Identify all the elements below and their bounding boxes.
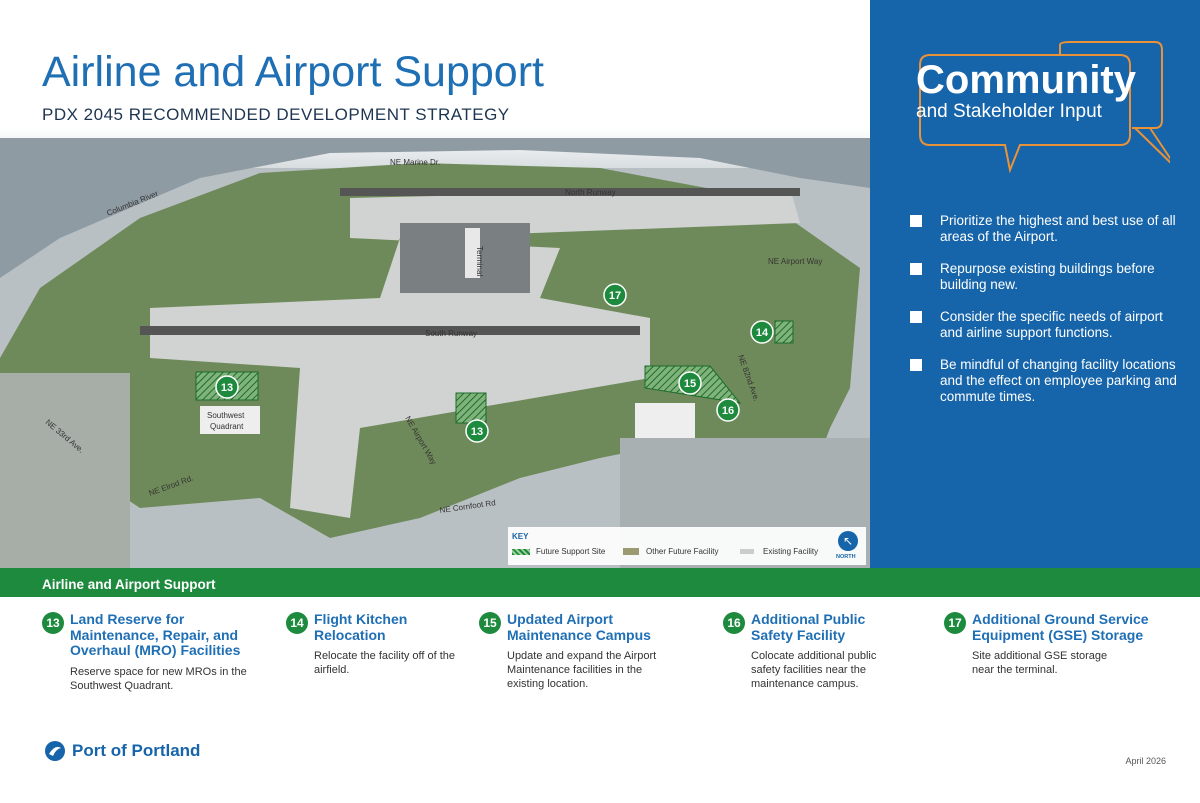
key-other-future: Other Future Facility bbox=[646, 547, 719, 556]
airfield-pavement bbox=[150, 188, 800, 518]
north-arrow-icon: ↖ bbox=[838, 531, 858, 551]
principles-list: Prioritize the highest and best use of a… bbox=[910, 213, 1180, 421]
speech-bubble-icon bbox=[919, 41, 1170, 174]
bullet-square-icon bbox=[910, 359, 922, 371]
label-south-runway: South Runway bbox=[425, 329, 477, 338]
marker-16[interactable]: 16 bbox=[716, 398, 740, 422]
page-title: Airline and Airport Support bbox=[42, 48, 544, 96]
label-quadrant: Quadrant bbox=[210, 422, 244, 431]
label-marine-dr: NE Marine Dr. bbox=[390, 158, 440, 167]
list-item: Repurpose existing buildings before buil… bbox=[910, 261, 1180, 293]
marker-17[interactable]: 17 bbox=[603, 283, 627, 307]
port-logo-icon bbox=[45, 741, 65, 761]
svg-text:13: 13 bbox=[471, 426, 483, 438]
svg-text:15: 15 bbox=[684, 378, 696, 390]
svg-text:16: 16 bbox=[722, 405, 734, 417]
community-panel: Community and Stakeholder Input Prioriti… bbox=[870, 0, 1200, 568]
marker-13[interactable]: 13 bbox=[215, 375, 239, 399]
svg-text:13: 13 bbox=[221, 382, 233, 394]
list-item: Be mindful of changing facility location… bbox=[910, 357, 1180, 405]
date: April 2026 bbox=[1125, 756, 1166, 766]
panel-title: Community bbox=[916, 58, 1136, 102]
north-runway bbox=[340, 188, 800, 196]
bullet-square-icon bbox=[910, 311, 922, 323]
page-subtitle: PDX 2045 RECOMMENDED DEVELOPMENT STRATEG… bbox=[42, 105, 510, 124]
panel-subtitle: and Stakeholder Input bbox=[916, 101, 1102, 122]
label-airport-way: NE Airport Way bbox=[768, 257, 822, 266]
columbia-river bbox=[0, 138, 870, 278]
north-label: NORTH bbox=[836, 554, 856, 560]
section-bar: Airline and Airport Support bbox=[0, 568, 1200, 597]
svg-text:17: 17 bbox=[609, 290, 621, 302]
port-logo: Port of Portland bbox=[44, 740, 200, 762]
future-support-swatch bbox=[512, 549, 530, 555]
key-future-support: Future Support Site bbox=[536, 547, 606, 556]
existing-swatch bbox=[740, 549, 754, 554]
other-future-swatch bbox=[623, 548, 639, 555]
logo-text: Port of Portland bbox=[72, 741, 201, 760]
south-runway bbox=[140, 326, 640, 335]
list-item: Prioritize the highest and best use of a… bbox=[910, 213, 1180, 245]
key-existing: Existing Facility bbox=[763, 547, 819, 556]
marker-15[interactable]: 15 bbox=[678, 371, 702, 395]
airport-map: NE Marine Dr. Columbia River North Runwa… bbox=[0, 128, 870, 568]
label-southwest: Southwest bbox=[207, 411, 245, 420]
key-title: KEY bbox=[512, 532, 529, 541]
list-item: Consider the specific needs of airport a… bbox=[910, 309, 1180, 341]
label-terminal: Terminal bbox=[475, 246, 484, 276]
marker-14[interactable]: 14 bbox=[750, 320, 774, 344]
marker-13[interactable]: 13 bbox=[465, 419, 489, 443]
bullet-square-icon bbox=[910, 215, 922, 227]
bullet-square-icon bbox=[910, 263, 922, 275]
label-north-runway: North Runway bbox=[565, 188, 616, 197]
map-key: KEY Future Support Site Other Future Fac… bbox=[508, 527, 866, 565]
svg-text:14: 14 bbox=[756, 327, 769, 339]
